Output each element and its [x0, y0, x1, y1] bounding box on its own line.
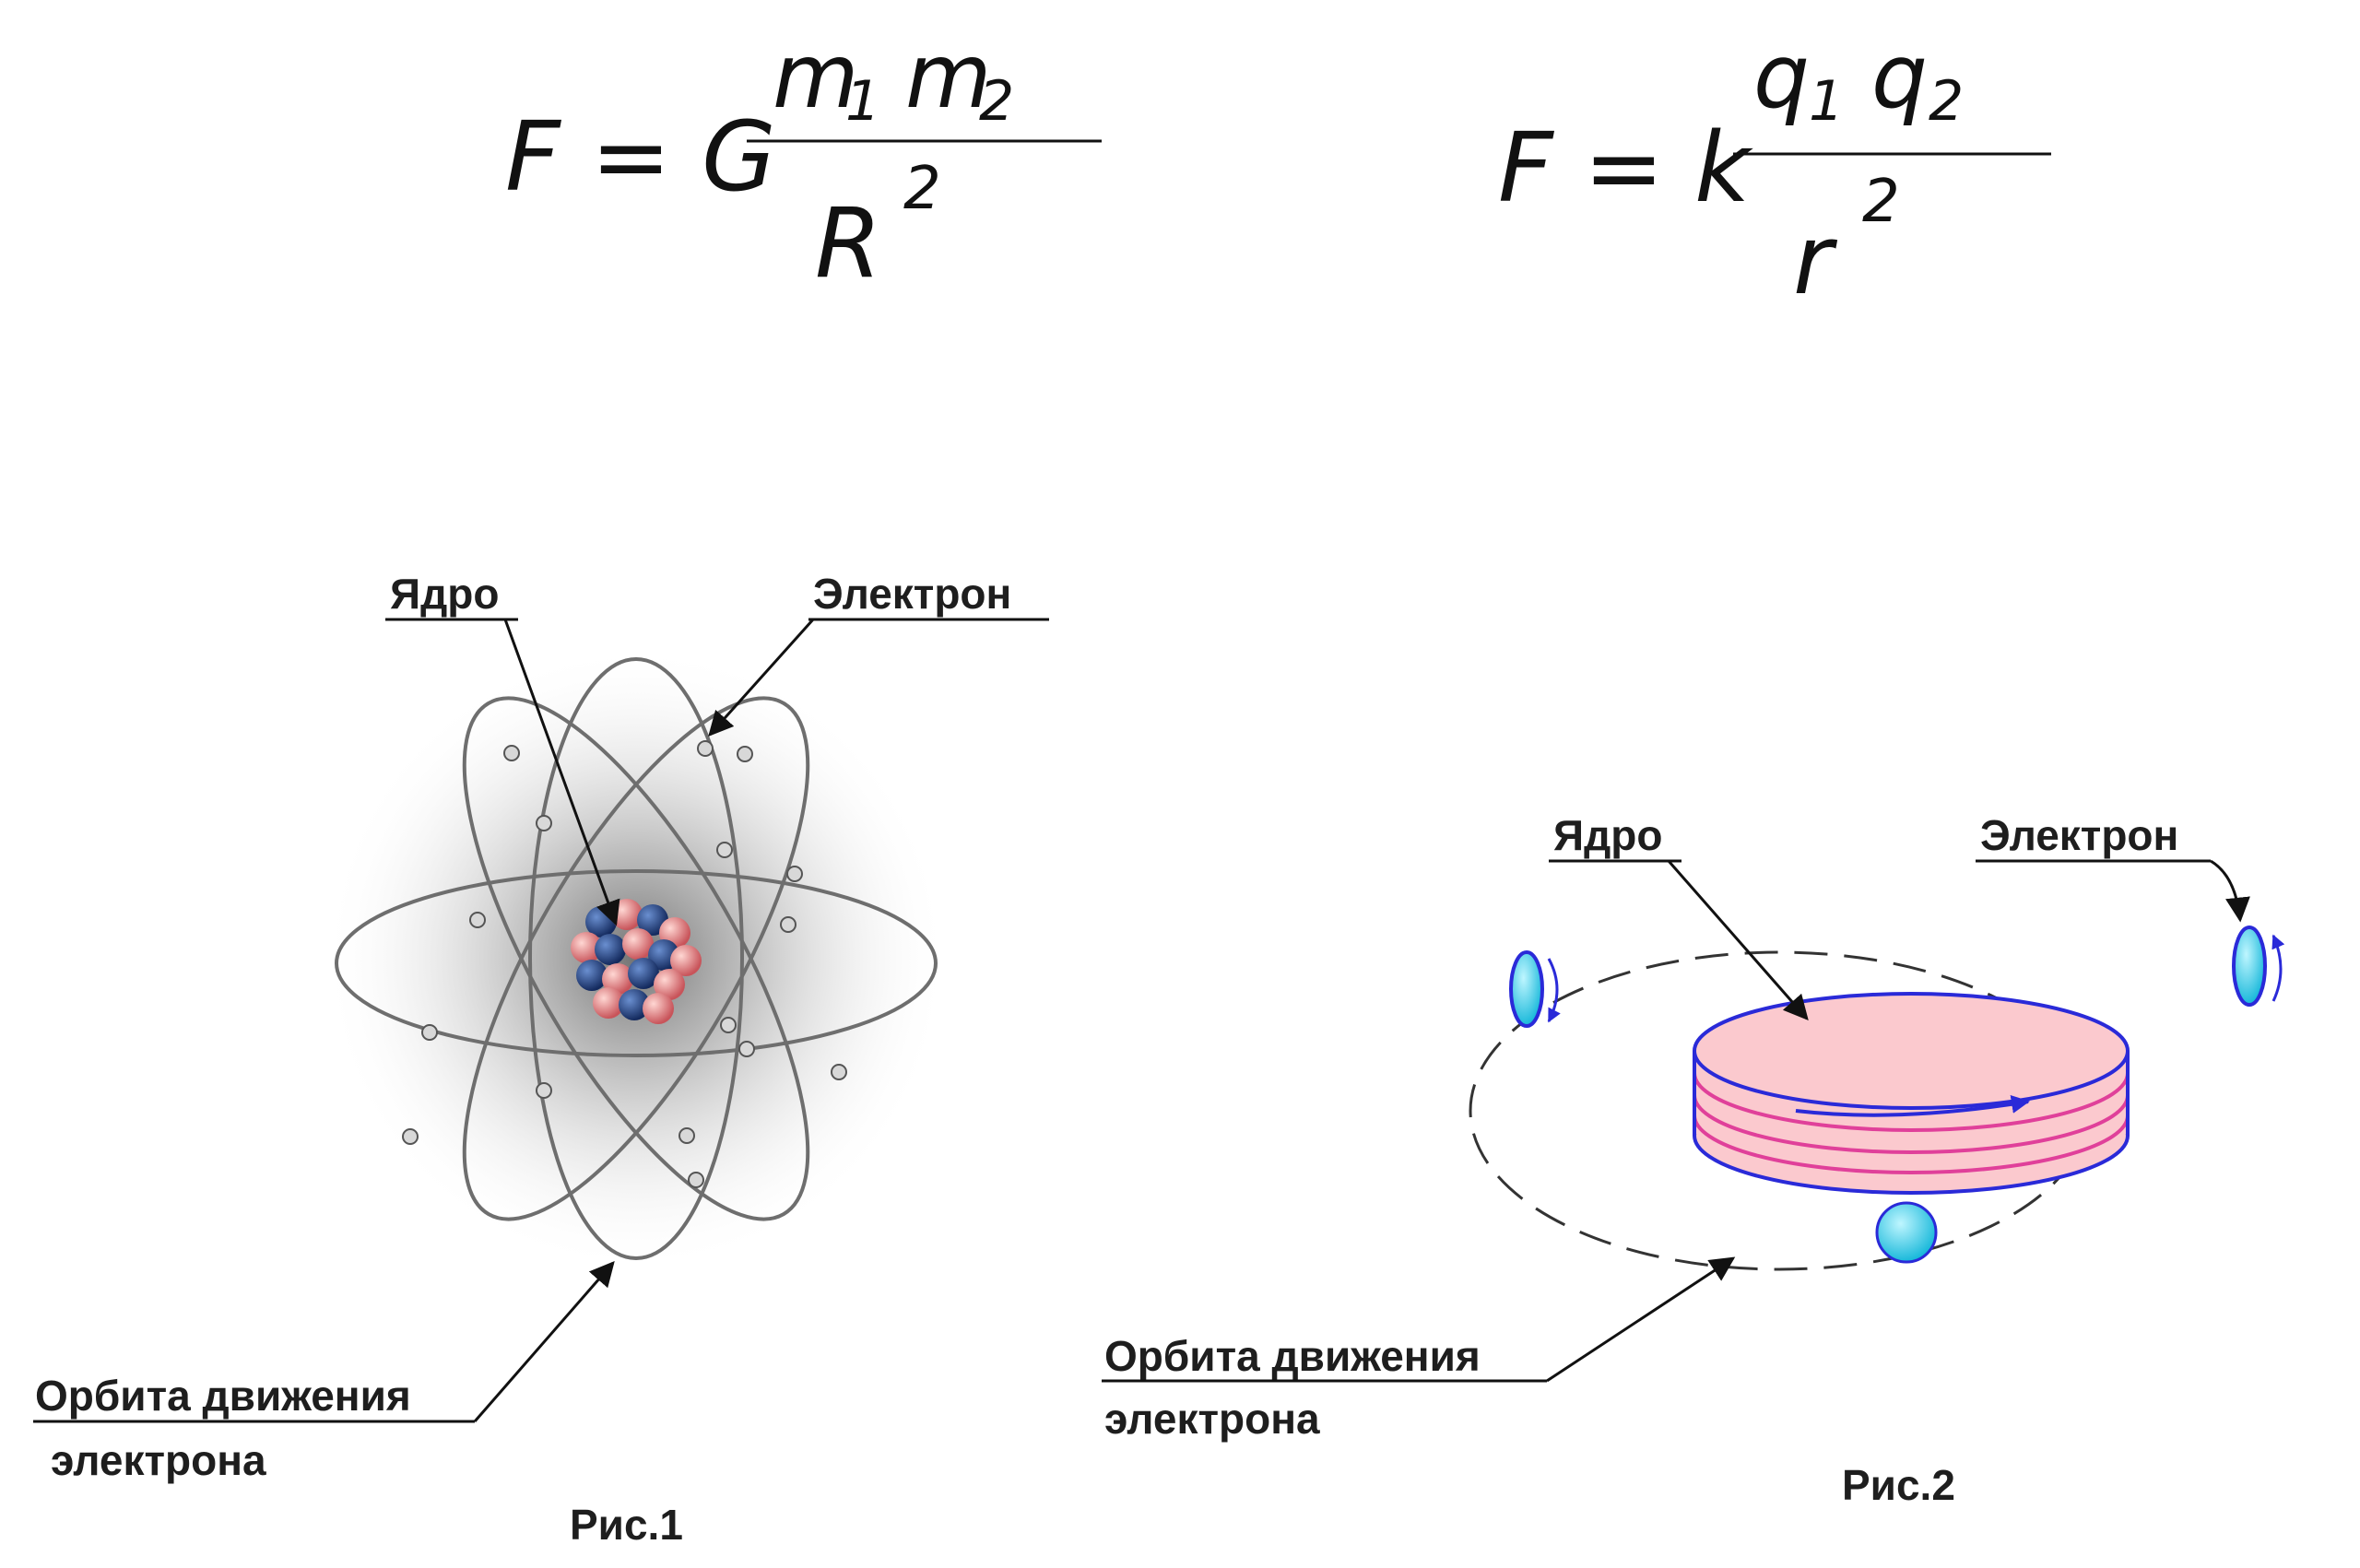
gravity-lhs: F = G [505, 100, 776, 213]
spinning-electron-right [2232, 925, 2285, 1007]
figure-2-planetary-model: Ядро Электрон Орбита движения электрона … [1102, 811, 2285, 1509]
disc-top [1693, 992, 2130, 1110]
fig2-nucleus-arrow [1667, 860, 1809, 1021]
coulomb-formula: F = k q 1 q 2 r 2 [1498, 25, 2051, 316]
nucleon-blue [576, 960, 608, 991]
orbit-diagonal-b [462, 696, 810, 1221]
figure-1-atom: Ядро Электрон Орбита движения электрона … [33, 570, 1049, 1549]
disc-stripe [1693, 1114, 2130, 1174]
nucleon-red [571, 932, 602, 963]
spin-arrow [1547, 958, 1561, 1023]
fig1-nucleus-label: Ядро [390, 570, 499, 618]
nucleon-blue [619, 989, 650, 1020]
gravity-distance-exp: 2 [903, 155, 941, 223]
gravity-mass2-sub: 2 [979, 69, 1014, 134]
electron-dot [536, 1082, 552, 1099]
coulomb-charge2: q [1871, 25, 1928, 128]
orbit-electrons [402, 740, 847, 1188]
spinning-electron-left [1509, 950, 1561, 1028]
coulomb-distance: r [1793, 204, 1838, 316]
orbit-diagonal-a [462, 696, 810, 1221]
electron-dot [720, 1017, 737, 1033]
electron-dot [688, 1172, 704, 1188]
fig2-orbit-label-line2: электрона [1104, 1395, 1320, 1443]
fig1-orbit-label: Орбита движения [35, 1372, 411, 1420]
electron-dot [697, 740, 714, 757]
fig2-orbit-label: Орбита движения [1104, 1332, 1481, 1380]
coulomb-charge1-sub: 1 [1809, 69, 1844, 134]
gravity-distance: R [815, 187, 881, 300]
electron-dot [780, 916, 796, 933]
electron-dot [786, 866, 803, 882]
fig2-electron-arrow [2210, 859, 2250, 923]
electron-dot [503, 745, 520, 761]
fig1-electron-label: Электрон [813, 570, 1011, 618]
nucleus-disc [1693, 992, 2130, 1195]
disc-stripe [1693, 1094, 2130, 1154]
electron-disc [1509, 950, 1544, 1028]
electron-dot [678, 1127, 695, 1144]
nucleus-cluster [571, 899, 702, 1024]
fig2-nucleus-label: Ядро [1553, 811, 1662, 859]
electron-dot [716, 842, 733, 858]
nucleon-red [670, 945, 702, 976]
gravity-mass1: m [773, 25, 859, 128]
electron-dot [831, 1064, 847, 1080]
electron-orbits [335, 657, 938, 1260]
disc-stripe [1693, 1072, 2130, 1132]
nucleon-blue [595, 934, 626, 965]
electron-disc [2232, 925, 2267, 1007]
orbit-horizontal [335, 869, 938, 1057]
nucleon-red [622, 928, 654, 960]
electron-dot [738, 1041, 755, 1057]
orbit-electron-ball [1875, 1201, 1938, 1264]
electron-dot [737, 746, 753, 762]
nucleon-red [593, 987, 624, 1019]
fig1-nucleus-arrow [503, 619, 620, 926]
coulomb-distance-exp: 2 [1862, 168, 1900, 236]
disc-rotation-arrow [1795, 1095, 2030, 1117]
gravity-mass1-sub: 1 [845, 69, 880, 134]
fig1-caption: Рис.1 [570, 1501, 683, 1549]
spin-arrow [2272, 934, 2285, 1002]
fig1-orbit-label-line2: электрона [51, 1436, 266, 1484]
fig1-orbit-arrow [473, 1260, 615, 1422]
coulomb-charge1: q [1753, 25, 1810, 128]
nucleon-red [602, 963, 633, 995]
fig2-electron-label: Электрон [1980, 811, 2178, 859]
electron-dot [536, 815, 552, 831]
nucleon-blue [628, 958, 659, 989]
orbit-vertical [528, 657, 744, 1260]
fig2-orbit-arrow [1546, 1256, 1736, 1383]
gravity-formula: F = G m 1 m 2 R 2 [505, 25, 1102, 300]
nucleon-red [654, 969, 685, 1000]
coulomb-charge2-sub: 2 [1929, 69, 1964, 134]
coulomb-lhs: F = k [1498, 112, 1753, 224]
fig1-electron-arrow [708, 618, 815, 737]
fig2-caption: Рис.2 [1842, 1461, 1955, 1509]
nucleon-red [611, 899, 643, 930]
gravity-mass2: m [905, 25, 992, 128]
electron-dot [469, 912, 486, 928]
electron-dot [402, 1128, 419, 1145]
electron-dot [421, 1024, 438, 1041]
nucleon-red [643, 993, 674, 1024]
